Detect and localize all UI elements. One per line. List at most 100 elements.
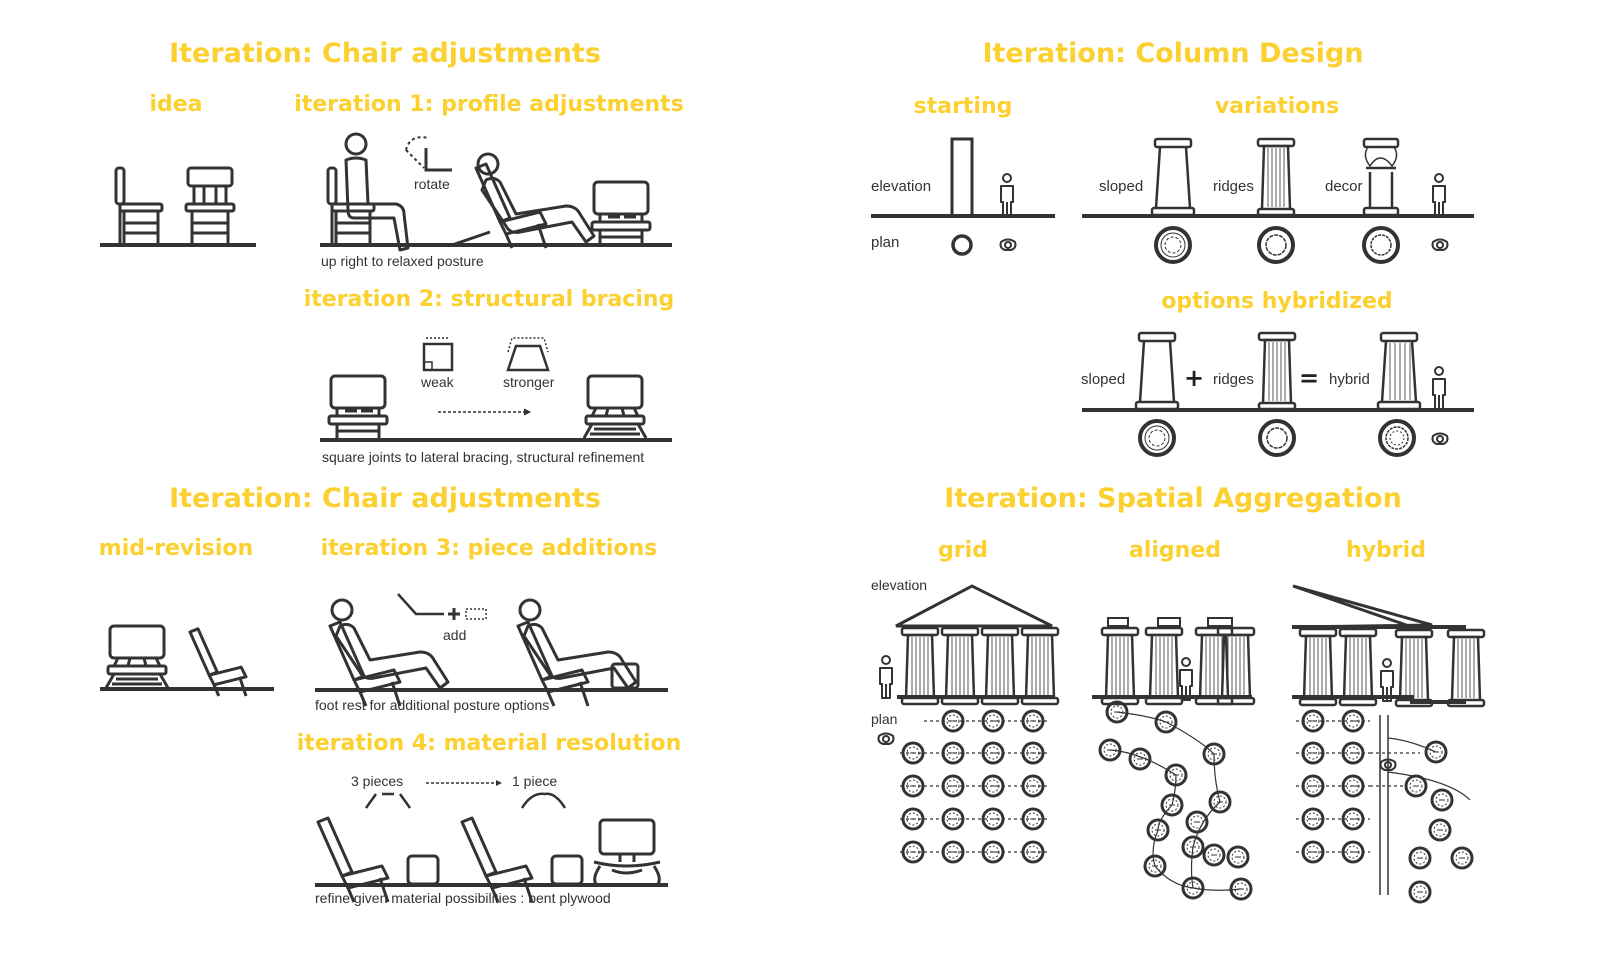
iteration-4-heading: iteration 4: material resolution [296, 731, 682, 756]
column-icon [1020, 626, 1060, 706]
person-icon [1432, 366, 1446, 410]
mid-revision-group [100, 624, 274, 698]
column-plan-node [1202, 843, 1226, 867]
column-icon [1394, 628, 1434, 708]
hybrid-elevation-group [1292, 586, 1486, 708]
rotate-angle-icon [426, 148, 452, 170]
column-plan-node [1430, 788, 1454, 812]
spatial-panel-title: Iteration: Spatial Aggregation [944, 483, 1402, 514]
column-icon [980, 626, 1020, 706]
sloped-plan-icon [1156, 228, 1190, 262]
iteration-1-group [320, 132, 672, 252]
footrest-icon [408, 856, 438, 884]
person-plan-icon [1431, 238, 1449, 251]
sloped-column-icon [1152, 139, 1194, 215]
iteration-3-group [315, 594, 668, 708]
column-plan-node [1408, 846, 1432, 870]
column-plan-node [1424, 740, 1448, 764]
starting-group [871, 139, 1055, 254]
aligned-plan-group [1098, 700, 1253, 901]
elevation-label: elevation [871, 178, 932, 195]
iteration-4-caption: refine given material possibilities : be… [315, 890, 611, 906]
column-icon [1216, 626, 1256, 706]
column-plan-node [1226, 845, 1250, 869]
idea-heading: idea [149, 92, 203, 117]
footrest-icon [612, 664, 638, 688]
ridges-label: ridges [1213, 178, 1254, 195]
column-icon [1298, 627, 1338, 707]
starting-heading: starting [913, 94, 1013, 119]
spatial-elevation-label: elevation [871, 577, 928, 593]
add-label: add [443, 627, 467, 643]
hybrid-sloped-label: sloped [1081, 371, 1126, 388]
column-icon [940, 626, 980, 706]
iteration-4-group [315, 780, 668, 904]
chair-panel-title-2: Iteration: Chair adjustments [169, 483, 601, 514]
plywood-chair-icon [600, 820, 654, 854]
three-pieces-icon [366, 794, 410, 808]
column-plan-node [1143, 854, 1167, 878]
iteration-1-heading: iteration 1: profile adjustments [294, 92, 684, 117]
mid-revision-heading: mid-revision [98, 536, 254, 561]
stronger-label: stronger [503, 374, 555, 390]
hybrid-plan-icon [1380, 421, 1414, 455]
square-joint-chair-icon [327, 374, 389, 440]
column-plan-node [1450, 846, 1474, 870]
ridged-column-icon [1256, 137, 1296, 217]
column-icon [1100, 626, 1140, 706]
box-chair-icon [590, 180, 652, 246]
person-plan-icon [877, 732, 895, 745]
add-plus-icon [448, 608, 460, 620]
column-plan-node [1160, 793, 1184, 817]
stronger-joint-icon [508, 346, 548, 370]
decor-plan-icon [1364, 228, 1398, 262]
column-plan-icon [953, 236, 971, 254]
reclined-person-icon [476, 152, 596, 244]
hybrid-plan-group [1296, 709, 1474, 904]
column-icon [1338, 627, 1378, 707]
recliner-icon [188, 627, 248, 698]
iteration-3-heading: iteration 3: piece additions [320, 536, 658, 561]
column-icon [1194, 626, 1234, 706]
column-icon [900, 626, 940, 706]
column-plan-node [1428, 818, 1452, 842]
sloped-plan-icon [1140, 421, 1174, 455]
ridges-plan-icon [1259, 228, 1293, 262]
one-piece-label: 1 piece [512, 773, 558, 789]
column-plan-node [1098, 738, 1122, 762]
plus-sign: + [1184, 364, 1205, 392]
three-pieces-label: 3 pieces [351, 773, 404, 789]
column-plan-node [1208, 790, 1232, 814]
column-plan-node [1229, 877, 1253, 901]
pediment-icon [896, 586, 1052, 626]
iteration-2-group [320, 338, 672, 440]
person-icon [1432, 173, 1446, 217]
person-plan-icon [999, 238, 1017, 251]
hybrid-ridges-label: ridges [1213, 371, 1254, 388]
plan-label: plan [871, 234, 900, 251]
spatial-plan-label: plan [871, 711, 898, 727]
hybrid-heading: hybrid [1346, 538, 1426, 563]
ridged-column-icon [1257, 331, 1297, 411]
person-icon [1380, 658, 1394, 702]
grid-plan-group [900, 709, 1048, 864]
column-icon [1446, 628, 1486, 708]
hybridized-group [1082, 331, 1474, 455]
grid-elevation-group [879, 586, 1060, 706]
plain-column-icon [952, 139, 972, 216]
rotate-label: rotate [414, 176, 450, 192]
chair-panel-title: Iteration: Chair adjustments [169, 38, 601, 69]
rotate-arc-icon [406, 137, 428, 168]
chair-front-icon [184, 166, 236, 246]
idea-group [100, 166, 256, 246]
hybrid-result-label: hybrid [1329, 371, 1370, 388]
person-icon [1179, 657, 1193, 701]
ridges-plan-icon [1260, 421, 1294, 455]
grid-heading: grid [938, 538, 988, 563]
column-plan-node [1408, 880, 1432, 904]
person-icon [879, 655, 893, 699]
sloped-column-icon [1136, 333, 1178, 409]
column-plan-node [1154, 710, 1178, 734]
iteration-3-caption: foot rest for additional posture options [315, 697, 550, 713]
